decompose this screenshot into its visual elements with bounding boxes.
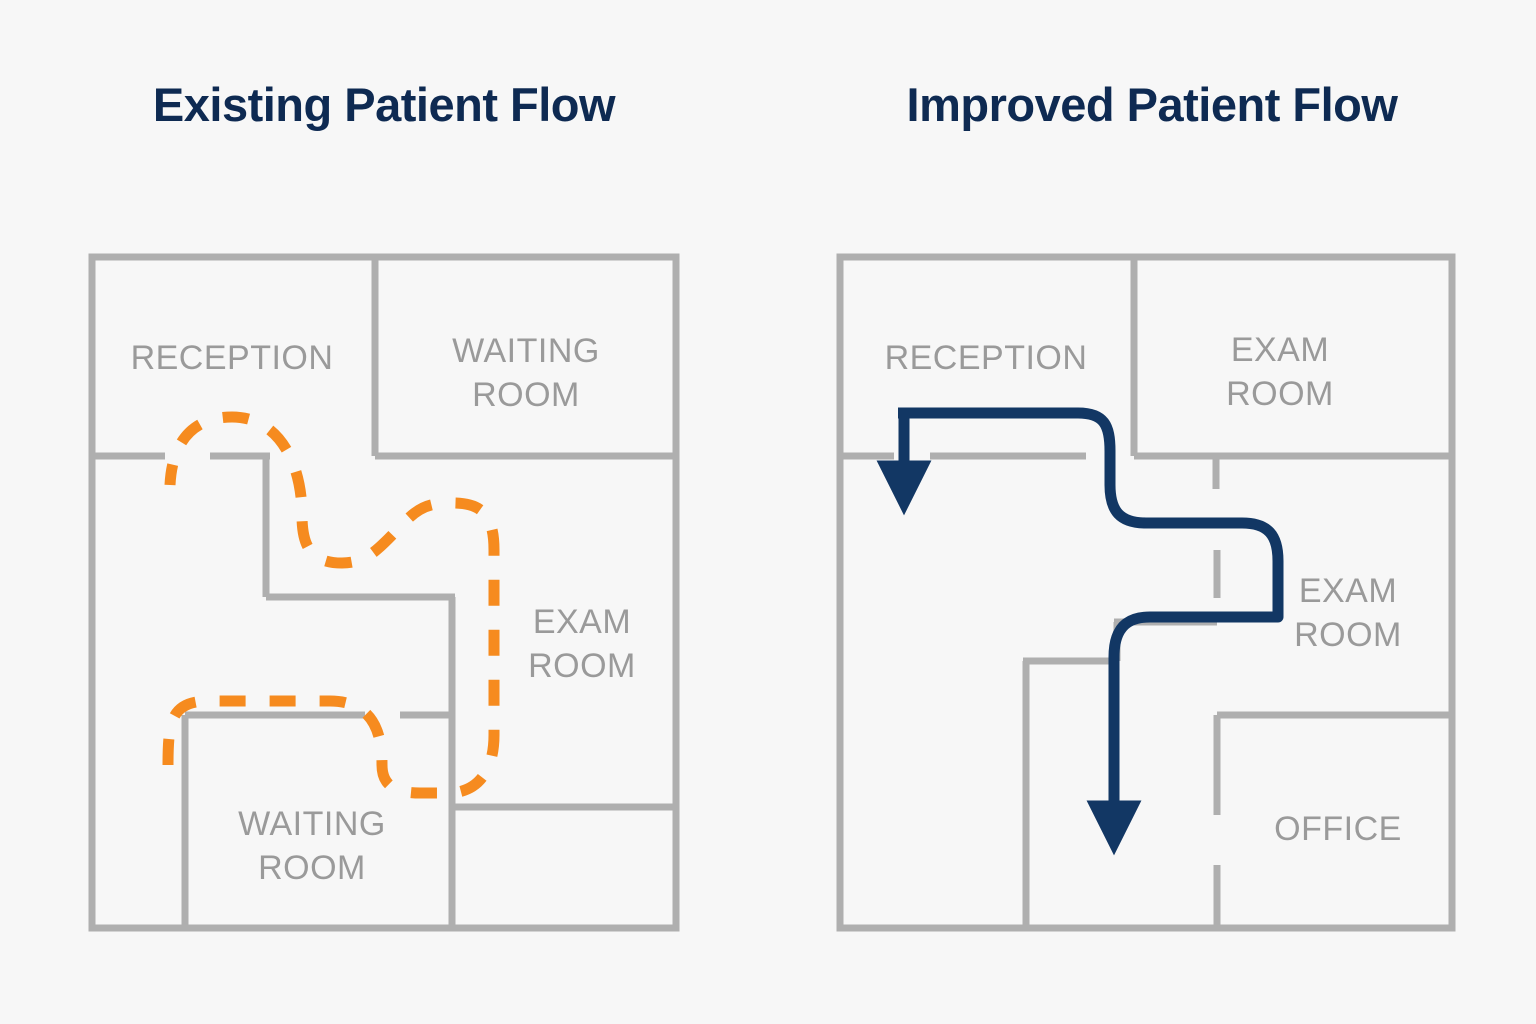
room-label-exam-room-top-line2: ROOM — [1226, 375, 1334, 413]
room-labels-existing: RECEPTION WAITING ROOM EXAM ROOM WAITING… — [131, 332, 636, 887]
floorplan-existing: RECEPTION WAITING ROOM EXAM ROOM WAITING… — [80, 245, 700, 945]
room-label-waiting-room-bottom-line2: ROOM — [258, 849, 366, 887]
room-label-waiting-room-top-line1: WAITING — [452, 332, 600, 370]
room-label-exam-room-top-line1: EXAM — [1231, 331, 1329, 369]
room-labels-improved: RECEPTION EXAM ROOM EXAM ROOM OFFICE — [885, 331, 1402, 848]
patient-flow-line-orange — [162, 411, 500, 799]
flow-path-improved — [876, 407, 1284, 856]
exterior-wall — [88, 253, 680, 932]
room-label-reception: RECEPTION — [131, 339, 334, 377]
patient-flow-line-navy — [898, 407, 1284, 856]
panel-existing-patient-flow: Existing Patient Flow — [80, 78, 700, 945]
room-label-exam-room-line2: ROOM — [528, 647, 636, 685]
walls-existing — [88, 253, 680, 932]
floorplan-improved: RECEPTION EXAM ROOM EXAM ROOM OFFICE — [828, 245, 1468, 945]
page-title-existing: Existing Patient Flow — [152, 78, 616, 131]
room-label-office: OFFICE — [1274, 810, 1402, 848]
room-label-reception: RECEPTION — [885, 339, 1088, 377]
room-label-exam-room-mid-line2: ROOM — [1294, 616, 1402, 654]
room-label-waiting-room-top-line2: ROOM — [472, 376, 580, 414]
flow-path-existing — [162, 411, 500, 799]
panel-improved-patient-flow: Improved Patient Flow — [768, 0, 1536, 1024]
exterior-wall — [836, 253, 1456, 932]
room-label-exam-room-line1: EXAM — [533, 603, 631, 641]
room-label-exam-room-mid-line1: EXAM — [1299, 572, 1397, 610]
page-title-improved: Improved Patient Flow — [906, 78, 1398, 131]
room-label-waiting-room-bottom-line1: WAITING — [238, 805, 386, 843]
